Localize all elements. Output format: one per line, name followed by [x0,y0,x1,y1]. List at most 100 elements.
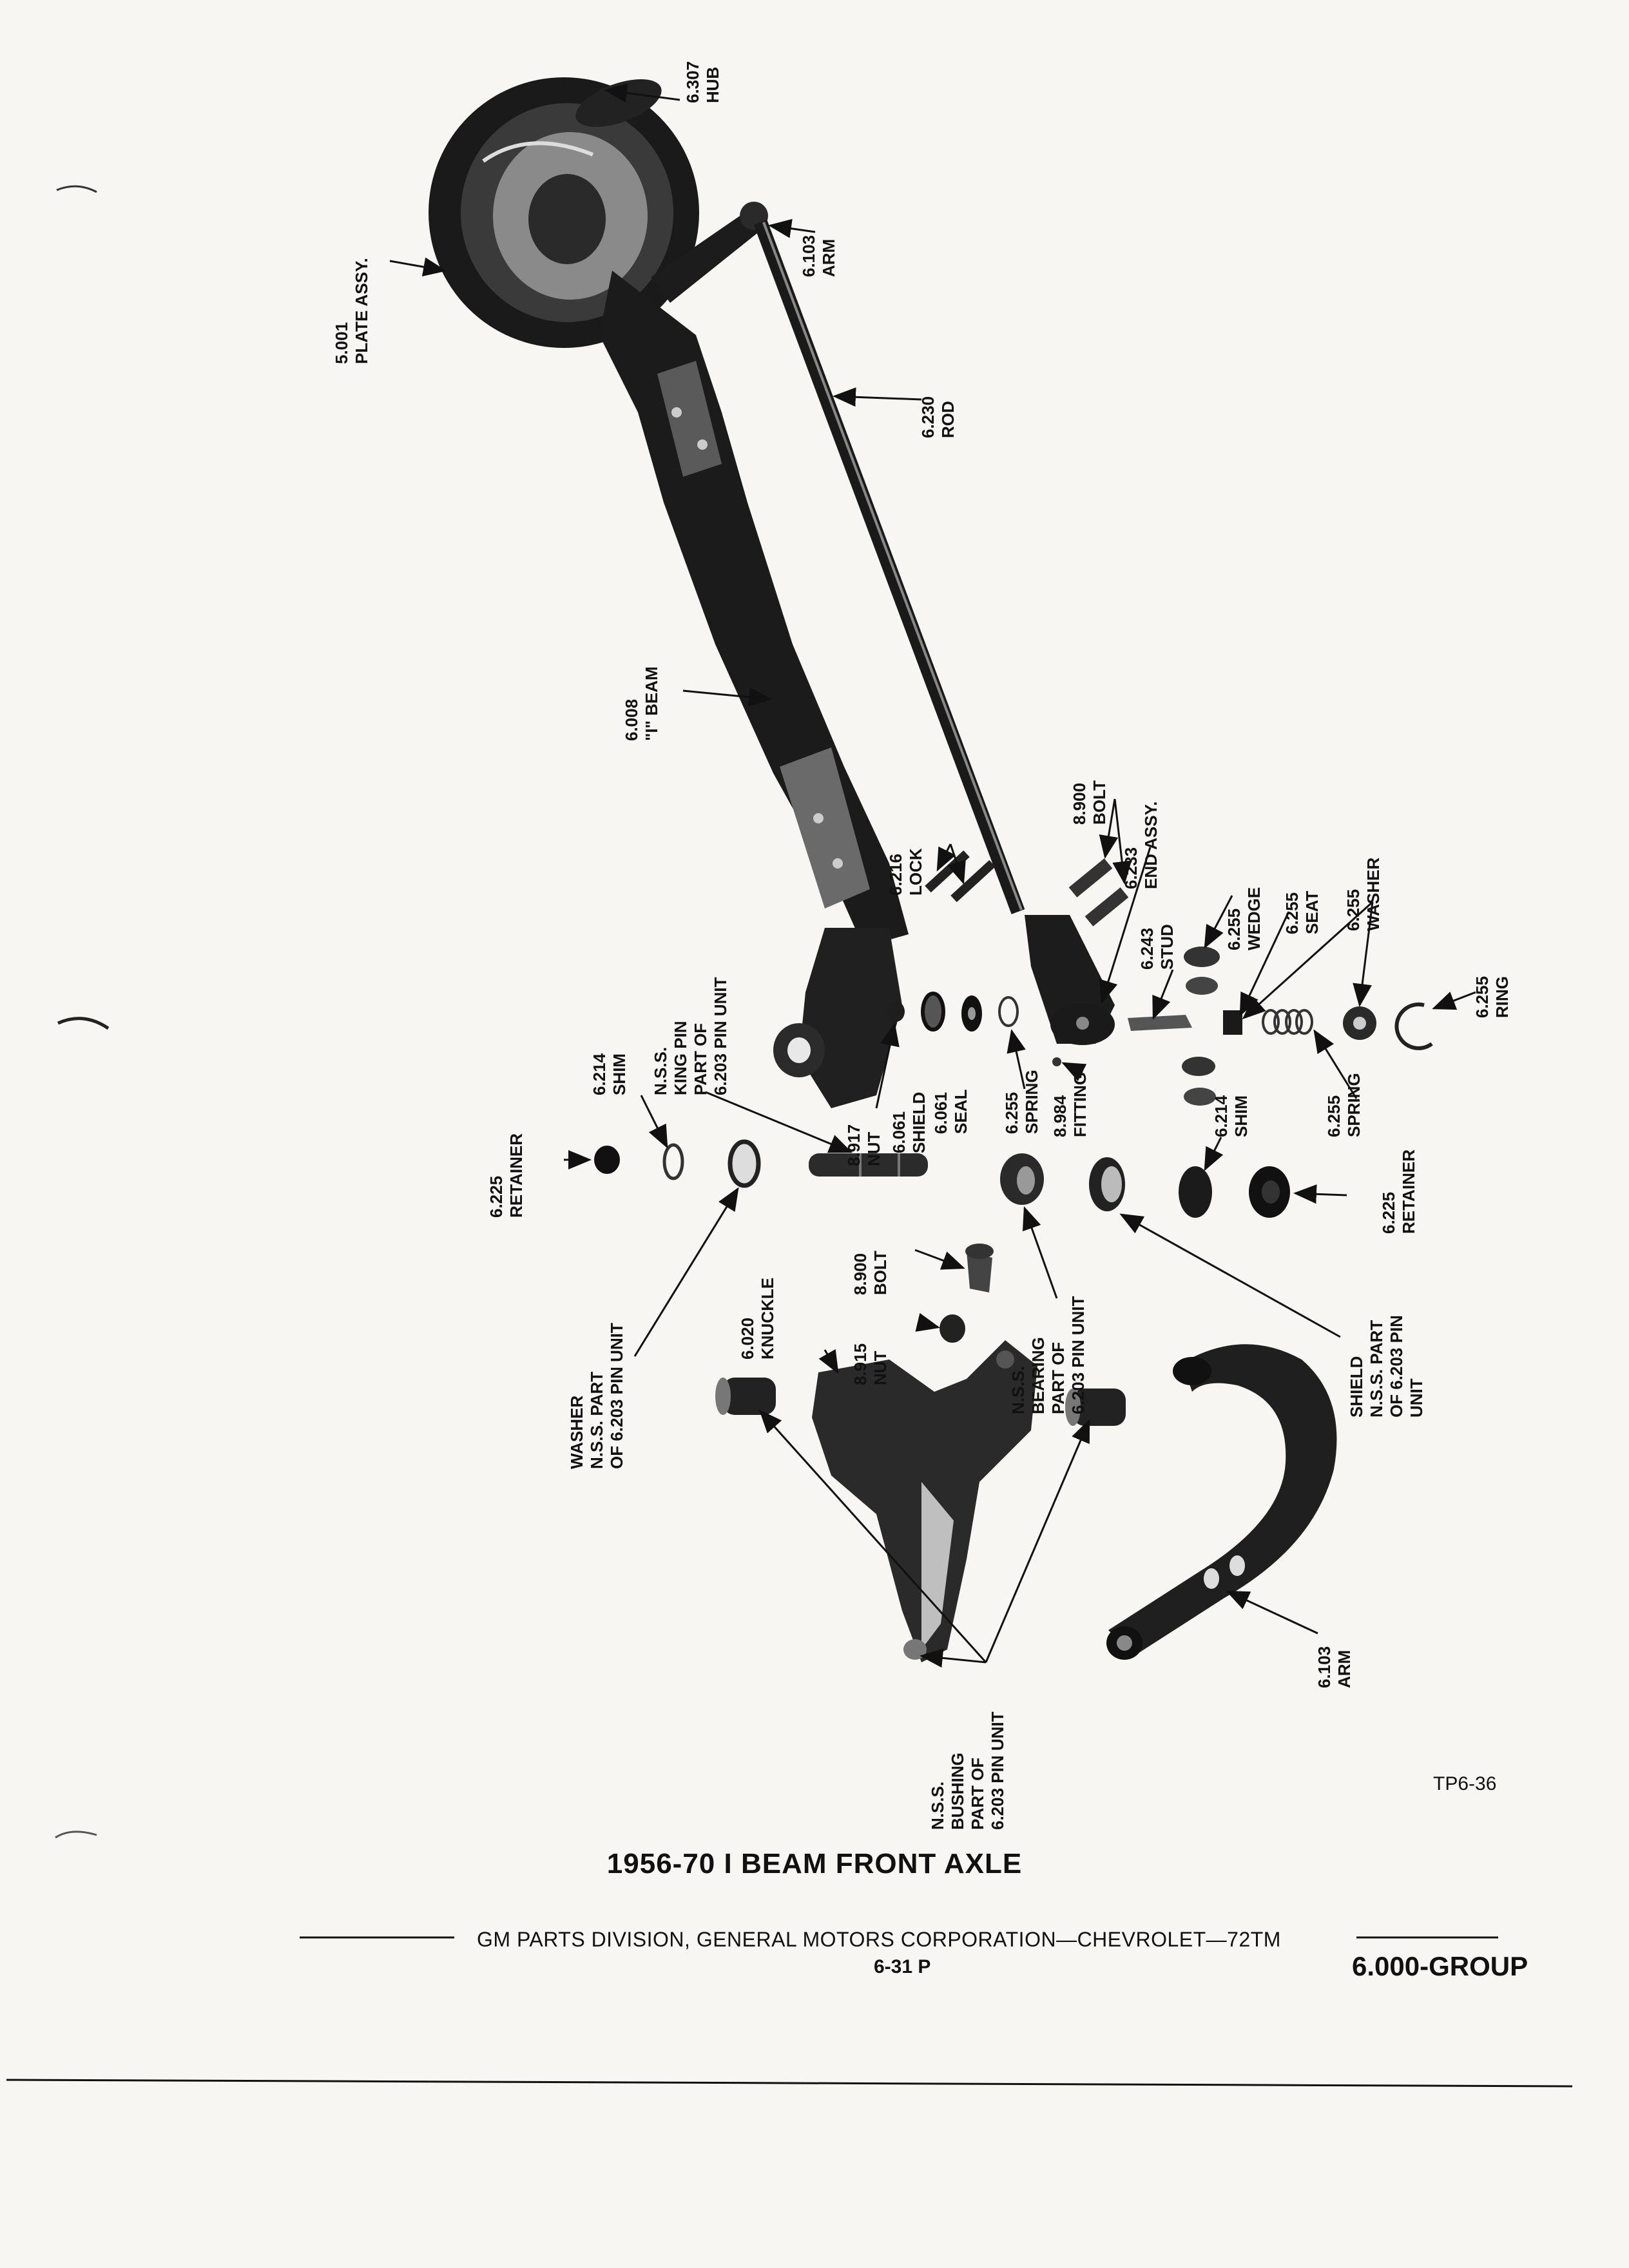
leader-end-assy [1099,847,1152,1004]
shim-left [662,1143,684,1180]
seat [1223,1010,1242,1035]
callout-line: N.S.S. PART [587,1371,606,1469]
snap-ring [1394,1002,1433,1050]
leader-lock-1 [936,843,956,872]
margin-mark [57,1017,110,1030]
callout-line: 8.900 [851,1253,870,1295]
callout-line: 6.203 PIN UNIT [1068,1296,1088,1414]
callout-line: 8.917 [844,1124,863,1166]
group-label: 6.000-GROUP [1352,1951,1528,1981]
callout-line: WASHER [1364,857,1383,931]
leader-bushing-2 [985,1419,1090,1663]
retainer-left [594,1146,620,1174]
callout-line: 6.020 [738,1317,757,1360]
upper-steering-arm [651,206,767,303]
callout-line: 6.103 [1315,1646,1334,1688]
callout-line: 6.225 [1379,1191,1398,1234]
callout-line: 6.243 [1137,927,1157,970]
brake-drum-assembly [429,77,699,348]
callout-line: SHIELD [909,1091,929,1153]
leader-plate-assy [389,257,447,277]
leader-bearing [1022,1206,1058,1299]
callout-line: 6.225 [487,1175,506,1218]
callout-line: RETAINER [506,1133,526,1218]
callout-line: LOCK [906,848,925,896]
callout-line: 6.255 [1224,908,1244,950]
callout-line: OF 6.203 PIN [1387,1315,1406,1418]
callout-line: 8.984 [1050,1095,1070,1137]
callout-line: ARM [1335,1649,1354,1688]
leader-knuckle [818,1349,839,1374]
tie-rod-end [1025,915,1115,1045]
leader-shim-right [1204,1137,1224,1171]
callout-line: 8.915 [851,1343,870,1385]
callout-line: "I" BEAM [642,666,661,741]
callout-line: 5.001 [332,322,351,364]
callout-line: WEDGE [1244,887,1264,950]
callout-line: 6.255 [1282,892,1302,934]
leader-ring [1432,991,1476,1010]
callout-line: ROD [938,401,958,438]
callout-line: 6.255 [1344,889,1363,931]
callout-line: 6.233 [1121,847,1141,889]
callout-line: SPRING [1022,1070,1041,1134]
leader-retainer-right [1293,1184,1347,1204]
margin-mark [55,1831,97,1839]
callout-line: 8.900 [1070,782,1089,825]
bushing-left [723,1378,776,1415]
callout-line: 6.214 [590,1053,609,1095]
stud [1128,1015,1192,1031]
callout-line: 6.203 PIN UNIT [988,1711,1007,1830]
nut [887,1001,905,1022]
callout-line: PLATE ASSY. [352,258,371,364]
callout-line: KNUCKLE [758,1277,777,1360]
upper-bolts [1068,858,1129,927]
tie-rod [753,220,1025,914]
leader-lock-2 [947,843,966,885]
leader-shim-left [640,1095,668,1149]
figure-code: TP6-36 [1433,1773,1497,1794]
callout-line: N.S.S. PART [1367,1320,1386,1418]
callout-line: SHIELD [1347,1356,1366,1418]
callout-line: 6.214 [1211,1095,1231,1137]
leader-spring-right [1313,1029,1358,1099]
callout-line: OF 6.203 PIN UNIT [607,1323,626,1469]
bottom-rule [6,2079,1573,2088]
callout-line: STUD [1157,924,1177,970]
coil-spring [1262,1009,1313,1035]
callout-line: SEAL [951,1089,970,1134]
footer-text: GM PARTS DIVISION, GENERAL MOTORS CORPOR… [477,1928,1281,1951]
callout-line: RING [1492,976,1512,1018]
wedge [1184,947,1220,967]
callout-line: 6.255 [1002,1091,1021,1134]
callout-line: 6.216 [886,853,905,896]
washer-left [728,1139,761,1188]
callout-line: SPRING [1344,1073,1364,1137]
leader-i-beam [682,687,772,707]
callout-line: 6.255 [1472,975,1492,1018]
callout-line: SHIM [610,1053,629,1095]
callout-line: WASHER [567,1395,586,1469]
leader-fitting [1061,1062,1087,1082]
lock-pins [925,850,996,903]
callout-line: ARM [819,238,838,277]
callout-line: NUT [871,1350,890,1385]
leader-bushing-1 [758,1409,987,1664]
callout-line: PART OF [691,1023,710,1095]
leader-king-pin [705,1091,853,1153]
